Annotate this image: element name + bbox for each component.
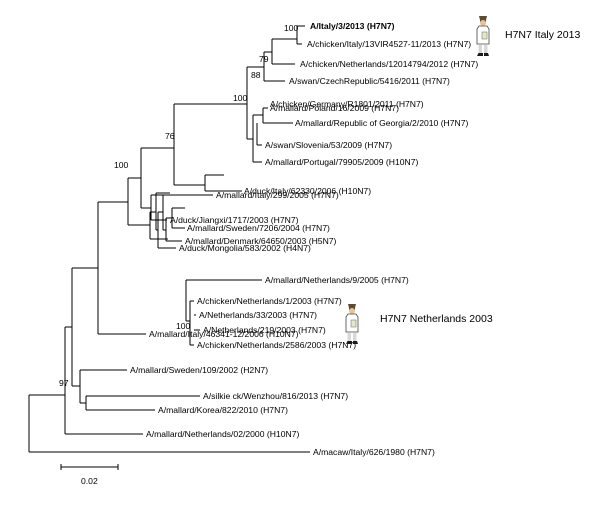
bootstrap-value: 97 (59, 378, 69, 388)
person-icon (345, 304, 359, 344)
leaf-label: A/swan/CzechRepublic/5416/2011 (H7N7) (289, 76, 450, 86)
leaf-label: A/silkie ck/Wenzhou/816/2013 (H7N7) (203, 391, 348, 401)
leaf-label: A/mallard/Sweden/109/2002 (H2N7) (130, 365, 268, 375)
outbreak-netherlands: H7N7 Netherlands 2003 (345, 304, 493, 344)
bootstrap-value: 100 (176, 321, 191, 331)
leaf-label: A/mallard/Sweden/7206/2004 (H7N7) (187, 223, 330, 233)
scale-bar-label: 0.02 (81, 476, 98, 486)
leaf-label: A/duck/Mongolia/583/2002 (H4N7) (179, 243, 311, 253)
leaf-label: A/mallard/Denmark/64650/2003 (H5N7) (185, 236, 337, 246)
person-icon (476, 16, 490, 56)
leaf-label: A/mallard/Portugal/79905/2009 (H10N7) (265, 157, 418, 167)
leaf-label: A/mallard/Italy/299/2005 (H7N7) (216, 190, 339, 200)
leaf-label: A/chicken/Germany/R1801/2011 (H7N7) (270, 99, 424, 109)
leaf-label: A/mallard/Netherlands/02/2000 (H10N7) (146, 429, 299, 439)
leaf-label: A/mallard/Poland/16/2009 (H7N7) (270, 103, 399, 113)
bootstrap-value: 88 (251, 70, 261, 80)
bootstrap-value: 100 (233, 93, 248, 103)
leaf-labels: A/Italy/3/2013 (H7N7) A/chicken/Italy/13… (130, 21, 478, 457)
leaf-label: A/Italy/3/2013 (H7N7) (310, 21, 395, 31)
bootstrap-value: 79 (259, 54, 269, 64)
outbreak-label-italy: H7N7 Italy 2013 (505, 29, 580, 41)
outbreak-italy: H7N7 Italy 2013 (476, 16, 580, 56)
leaf-label: A/duck/Italy/62330/2006 (H10N7) (244, 186, 371, 196)
leaf-label: A/swan/Slovenia/53/2009 (H7N7) (265, 140, 392, 150)
bootstrap-values: 100 79 88 100 76 100 100 97 (59, 23, 299, 388)
bootstrap-value: 100 (284, 23, 299, 33)
leaf-label: A/chicken/Netherlands/2586/2003 (H7N7) (197, 340, 356, 350)
leaf-label: A/mallard/Italy/46341-12/2006 (H10N7) (149, 329, 299, 339)
leaf-label: A/mallard/Netherlands/9/2005 (H7N7) (265, 275, 409, 285)
bootstrap-value: 100 (114, 160, 129, 170)
bootstrap-value: 76 (165, 131, 175, 141)
leaf-label: A/duck/Jiangxi/1717/2003 (H7N7) (170, 215, 299, 225)
outbreak-label-netherlands: H7N7 Netherlands 2003 (380, 313, 493, 325)
leaf-label: A/chicken/Netherlands/1/2003 (H7N7) (197, 296, 342, 306)
tree-branches (28, 25, 310, 470)
leaf-label: A/macaw/Italy/626/1980 (H7N7) (313, 447, 435, 457)
leaf-label: A/Netherlands/219/2003 (H7N7) (203, 325, 326, 335)
leaf-label: A/mallard/Republic of Georgia/2/2010 (H7… (295, 118, 469, 128)
leaf-label: A/chicken/Italy/13VIR4527-11/2013 (H7N7) (307, 39, 471, 49)
leaf-label: A/Netherlands/33/2003 (H7N7) (199, 310, 317, 320)
leaf-label: A/chicken/Netherlands/12014794/2012 (H7N… (300, 59, 478, 69)
leaf-label: A/mallard/Korea/822/2010 (H7N7) (158, 405, 288, 415)
